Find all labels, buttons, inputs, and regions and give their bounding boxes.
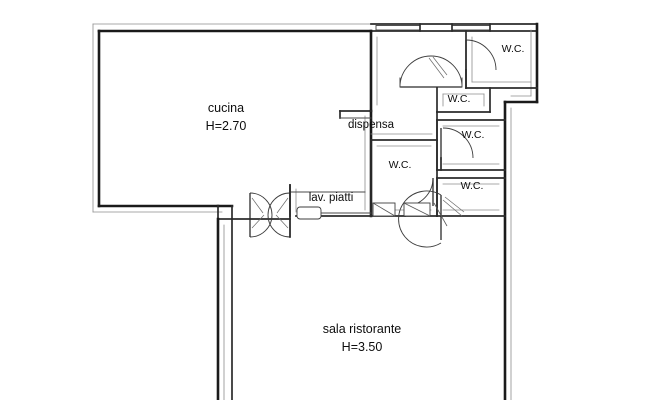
label-lav-piatti: lav. piatti bbox=[309, 192, 354, 204]
wc-right-upper-room bbox=[436, 119, 506, 171]
label-wc-center: W.C. bbox=[389, 159, 412, 171]
sala-ristorante-envelope bbox=[216, 217, 233, 400]
sink-fixture bbox=[296, 206, 322, 220]
label-cucina: cucina bbox=[208, 101, 244, 115]
kitchen-envelope bbox=[92, 23, 538, 213]
label-wc-upper-mid: W.C. bbox=[448, 93, 471, 105]
double-swing-doors-kitchen bbox=[216, 184, 291, 238]
wc-upper-mid-room bbox=[436, 87, 491, 113]
label-sala-ristorante: sala ristorante bbox=[323, 322, 402, 336]
label-wc-top-right: W.C. bbox=[502, 43, 525, 55]
label-sala-height: H=3.50 bbox=[342, 340, 383, 354]
right-outer-wall bbox=[503, 22, 539, 400]
label-cucina-height: H=2.70 bbox=[206, 119, 247, 133]
label-wc-right-upper: W.C. bbox=[462, 129, 485, 141]
wc-top-right-room bbox=[465, 30, 538, 89]
room-labels: cucina H=2.70 sala ristorante H=3.50 dis… bbox=[206, 43, 525, 354]
double-door-kitchen-corridor bbox=[399, 55, 463, 88]
label-wc-right-lower: W.C. bbox=[461, 180, 484, 192]
dispensa-room bbox=[339, 110, 438, 141]
top-wall-windows bbox=[370, 23, 538, 32]
window-opening bbox=[375, 25, 421, 31]
label-dispensa: dispensa bbox=[348, 119, 395, 131]
wc-right-lower-room bbox=[398, 177, 506, 248]
window-opening bbox=[451, 25, 491, 31]
fixture-row-bottom bbox=[372, 202, 448, 227]
